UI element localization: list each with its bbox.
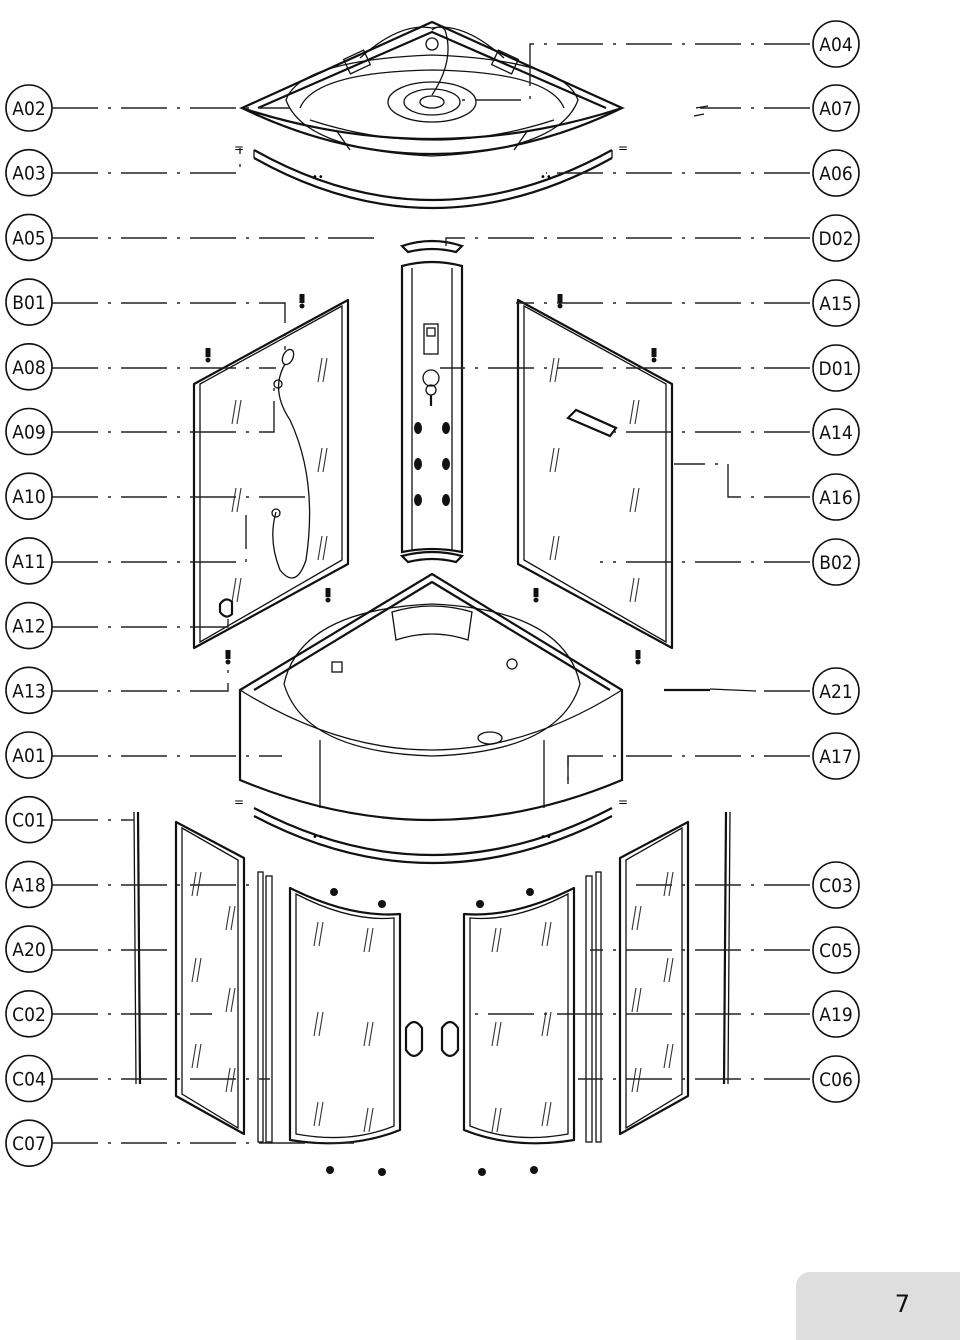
- part-label-a16: A16: [812, 473, 860, 521]
- svg-text:=: =: [234, 141, 244, 155]
- shower-tray: = = •• ••: [234, 572, 757, 865]
- part-label-a19: A19: [812, 990, 860, 1038]
- part-label-c04: C04: [5, 1054, 53, 1103]
- page-number-tab: 7: [796, 1272, 960, 1340]
- part-label-text: C07: [12, 1133, 46, 1155]
- part-label-a06: A06: [812, 149, 860, 197]
- part-labels-right: A04A07A06D02A15D01A14A16B02A21A17C03C05A…: [812, 20, 860, 1103]
- part-label-a05: A05: [5, 213, 53, 262]
- part-label-text: A19: [819, 1004, 852, 1026]
- part-label-text: C03: [819, 875, 853, 897]
- svg-text:••: ••: [312, 172, 324, 183]
- part-label-text: A06: [819, 163, 852, 185]
- part-label-a20: A20: [5, 925, 53, 973]
- part-label-text: B02: [819, 552, 852, 574]
- part-label-text: B01: [12, 292, 45, 314]
- svg-text:=: =: [618, 141, 628, 155]
- part-label-a21: A21: [812, 667, 860, 715]
- part-label-text: A05: [12, 227, 45, 249]
- part-label-text: A09: [12, 422, 45, 444]
- part-label-text: C05: [819, 940, 853, 962]
- part-label-a07: A07: [812, 84, 860, 132]
- part-label-text: A15: [819, 293, 852, 315]
- part-label-a04: A04: [812, 20, 860, 68]
- part-labels-left: A02A03A05B01A08A09A10A11A12A13A01C01A18A…: [5, 84, 53, 1167]
- part-label-text: D02: [819, 228, 854, 250]
- part-label-text: A11: [12, 551, 45, 573]
- right-sliding-door: [440, 886, 576, 1176]
- svg-text:••: ••: [312, 832, 324, 843]
- part-label-text: A02: [12, 98, 45, 120]
- part-label-text: A03: [12, 163, 45, 185]
- part-label-c05: C05: [812, 926, 860, 974]
- part-label-b01: B01: [5, 278, 53, 326]
- part-label-text: A07: [819, 98, 852, 120]
- part-label-a02: A02: [5, 84, 53, 132]
- part-label-a10: A10: [5, 472, 53, 521]
- part-label-text: A20: [12, 939, 45, 961]
- page-number: 7: [894, 1290, 910, 1318]
- part-label-text: A14: [819, 422, 852, 444]
- leader-lines-left: [52, 107, 380, 1144]
- part-label-d02: D02: [812, 214, 860, 262]
- front-right-fixed-glass: [585, 811, 731, 1143]
- part-label-a01: A01: [5, 731, 53, 779]
- column-top-cap: [399, 239, 465, 254]
- part-label-a09: A09: [5, 407, 53, 456]
- part-label-text: A18: [12, 874, 45, 896]
- part-label-b02: B02: [812, 538, 860, 586]
- part-label-text: A13: [12, 680, 45, 702]
- part-label-a18: A18: [5, 860, 53, 909]
- part-label-text: C06: [819, 1069, 853, 1091]
- part-label-a13: A13: [5, 666, 53, 715]
- part-label-text: C02: [12, 1004, 46, 1026]
- part-label-c01: C01: [5, 795, 53, 844]
- part-label-d01: D01: [812, 344, 860, 392]
- right-back-glass-panel: [516, 294, 674, 665]
- part-label-a08: A08: [5, 342, 53, 391]
- shower-column-panel: [399, 260, 465, 564]
- svg-text:••: ••: [540, 172, 552, 183]
- leader-lines-right: [440, 43, 810, 1080]
- left-sliding-door: [288, 886, 424, 1176]
- part-label-c07: C07: [5, 1119, 53, 1167]
- part-label-text: D01: [819, 358, 854, 380]
- part-label-text: A01: [12, 745, 45, 767]
- part-label-c03: C03: [812, 861, 860, 909]
- part-label-text: A08: [12, 357, 45, 379]
- part-label-text: A12: [12, 616, 45, 638]
- svg-text:=: =: [618, 795, 628, 809]
- part-label-text: A21: [819, 681, 852, 703]
- svg-text:••: ••: [540, 832, 552, 843]
- part-label-a12: A12: [5, 601, 53, 650]
- part-label-text: A16: [819, 487, 852, 509]
- part-label-text: A04: [819, 34, 852, 56]
- left-back-glass-panel: [192, 294, 350, 665]
- part-label-text: C04: [12, 1069, 46, 1091]
- part-label-text: C01: [12, 810, 46, 832]
- part-label-a14: A14: [812, 408, 860, 456]
- part-label-a17: A17: [812, 732, 860, 780]
- part-label-a11: A11: [5, 537, 53, 585]
- roof-cover: = = •• ••: [234, 20, 709, 210]
- part-label-c06: C06: [812, 1055, 860, 1103]
- part-label-text: A10: [12, 486, 45, 508]
- part-label-c02: C02: [5, 989, 53, 1038]
- svg-text:=: =: [234, 795, 244, 809]
- part-label-a03: A03: [5, 148, 53, 197]
- part-label-a15: A15: [812, 279, 860, 327]
- front-left-fixed-glass: [133, 811, 273, 1143]
- part-label-text: A17: [819, 746, 852, 768]
